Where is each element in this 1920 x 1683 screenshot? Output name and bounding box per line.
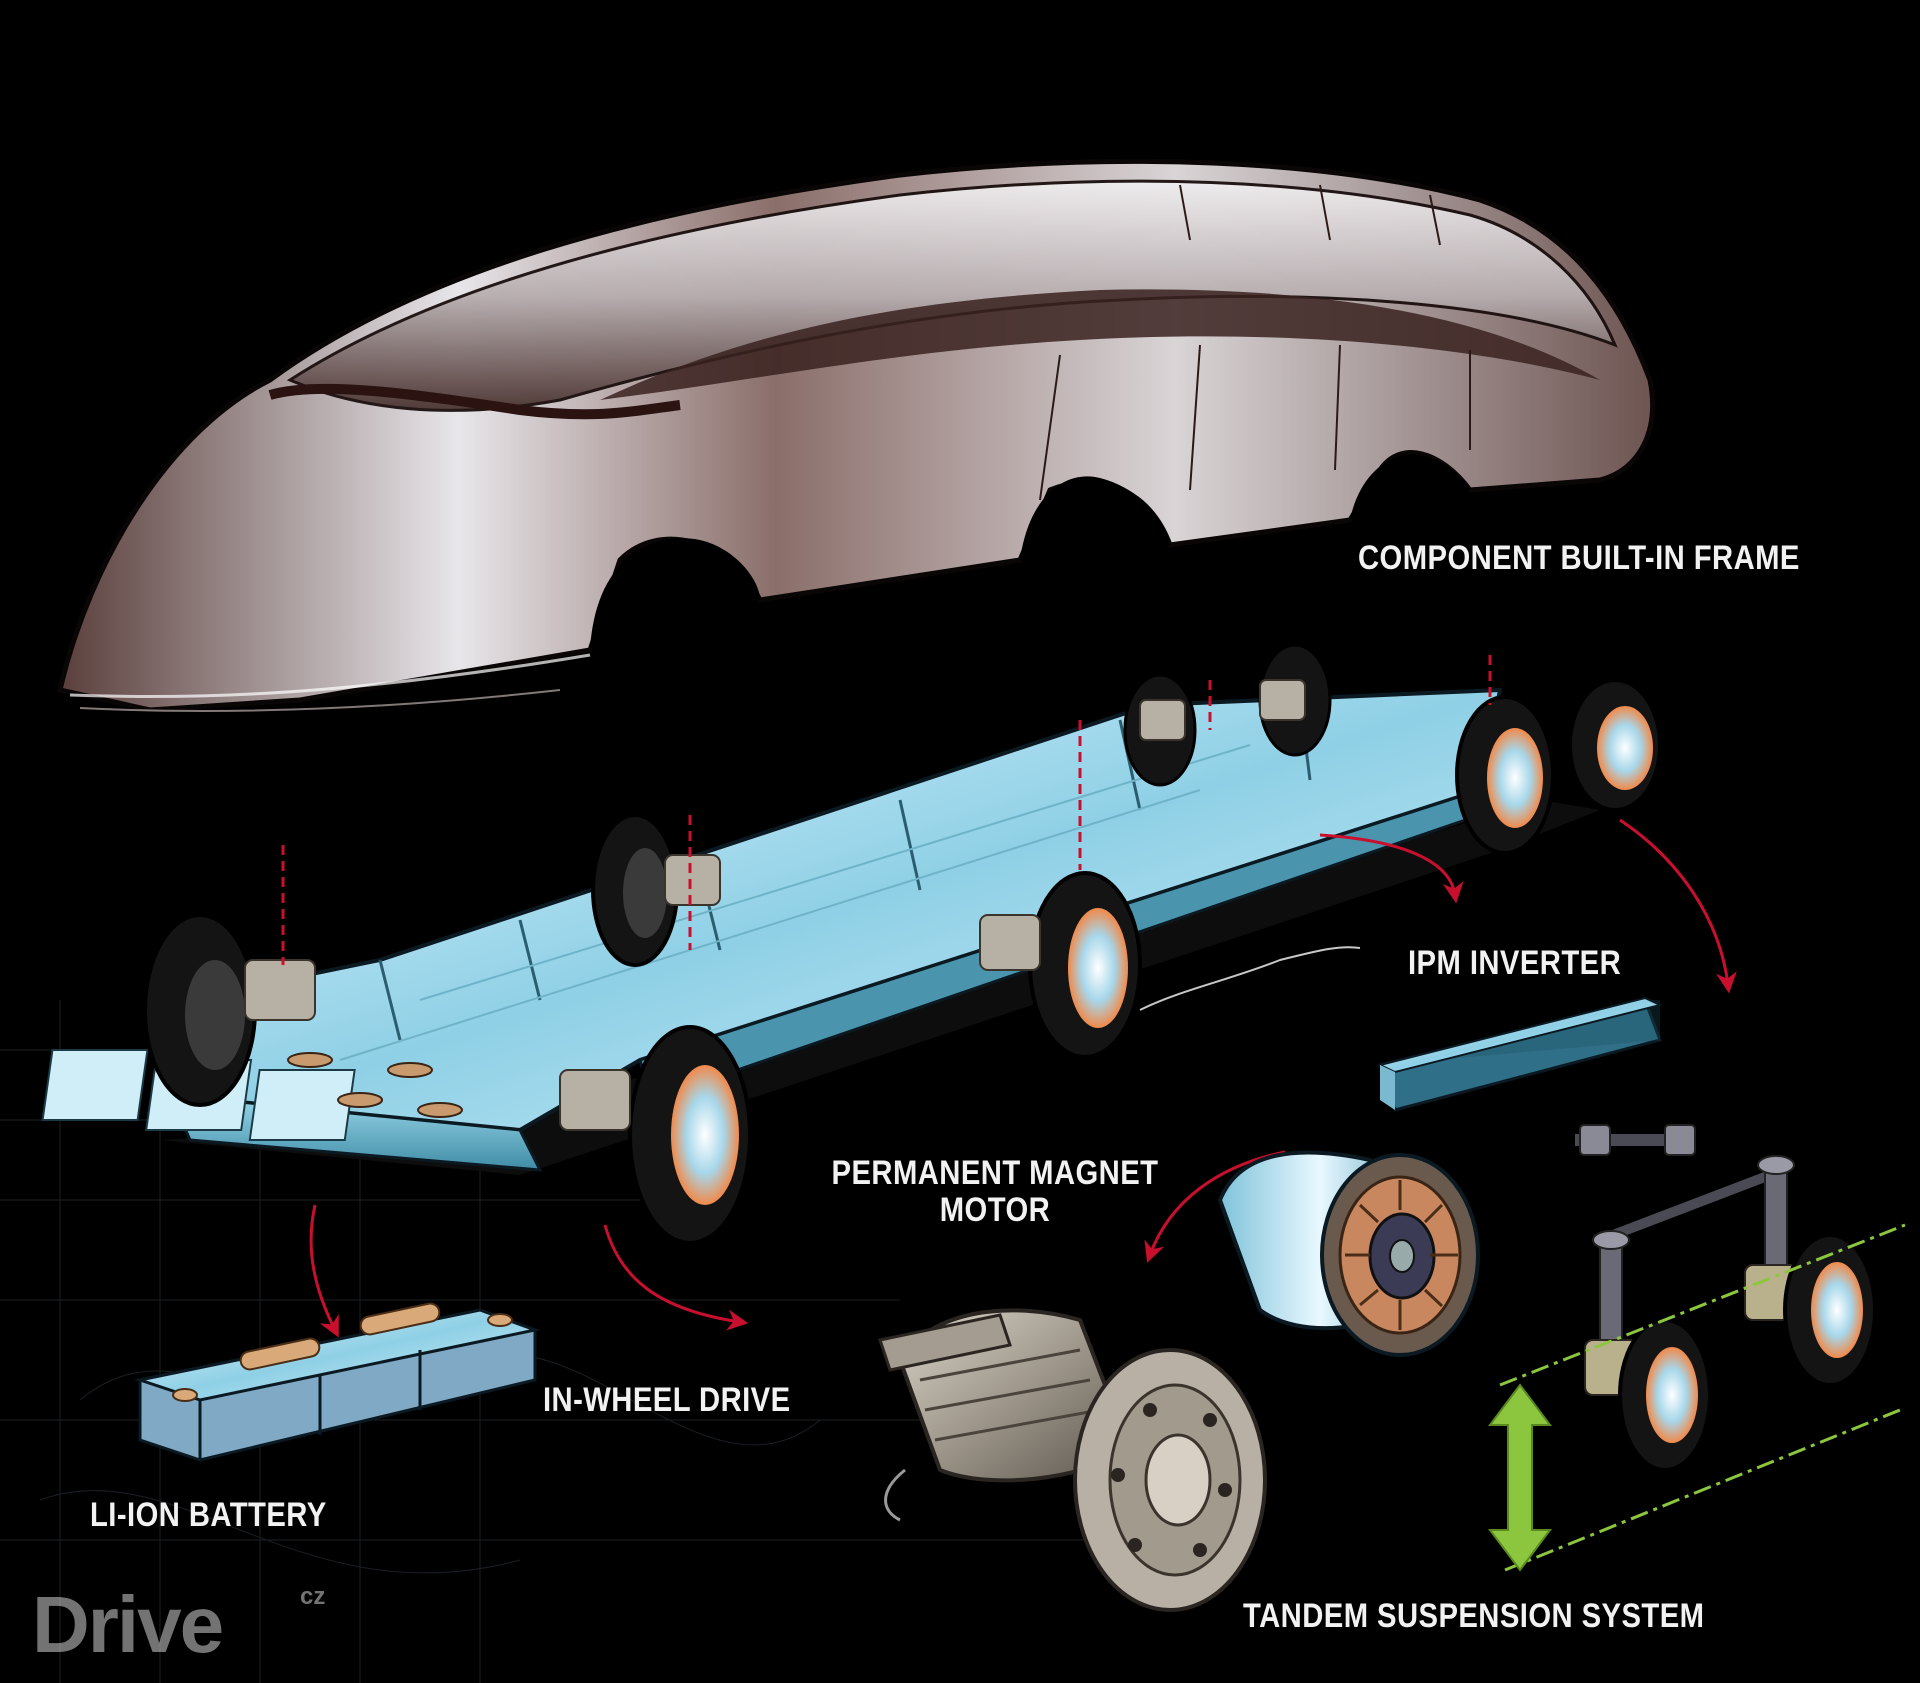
suspension-travel-arrow: [1488, 1383, 1552, 1572]
arrow-to-battery: [309, 1204, 339, 1338]
li-ion-battery: [134, 1302, 541, 1462]
label-li-ion-battery: LI-ION BATTERY: [90, 1496, 327, 1534]
arrow-to-inverter-a: [1319, 833, 1464, 904]
drive-watermark-logo: Drive: [32, 1580, 224, 1669]
label-tandem-suspension-system: TANDEM SUSPENSION SYSTEM: [1243, 1597, 1705, 1635]
label-motor-line1: PERMANENT MAGNET: [831, 1154, 1159, 1192]
label-motor-line2: MOTOR: [939, 1191, 1051, 1230]
arrow-to-in-wheel-drive: [603, 1224, 749, 1331]
label-component-built-in-frame: COMPONENT BUILT-IN FRAME: [1358, 539, 1800, 577]
wheel-front-right: [628, 1025, 752, 1245]
motor-stator-cutaway: [1217, 1150, 1480, 1357]
car-body-shell: [56, 158, 1656, 713]
glass-chassis-frame: [41, 687, 1600, 1175]
arrow-to-suspension: [1619, 818, 1737, 994]
wheel-front-left: [143, 913, 257, 1107]
drive-watermark-suffix: cz: [300, 1583, 326, 1610]
label-ipm-inverter: IPM INVERTER: [1408, 944, 1622, 982]
wheel-rear-right-tandem: [1455, 678, 1662, 855]
chassis-wheels: [143, 643, 1662, 1245]
label-permanent-magnet-motor: PERMANENT MAGNET MOTOR: [814, 1154, 1175, 1230]
ipm-inverter-block: [1377, 996, 1663, 1112]
tandem-suspension: [1488, 1124, 1906, 1572]
permanent-magnet-motor: [878, 1308, 1267, 1612]
wheel-mid-right: [1028, 871, 1142, 1059]
label-in-wheel-drive: IN-WHEEL DRIVE: [543, 1381, 791, 1419]
assembly-guide-lines: [281, 655, 1492, 965]
